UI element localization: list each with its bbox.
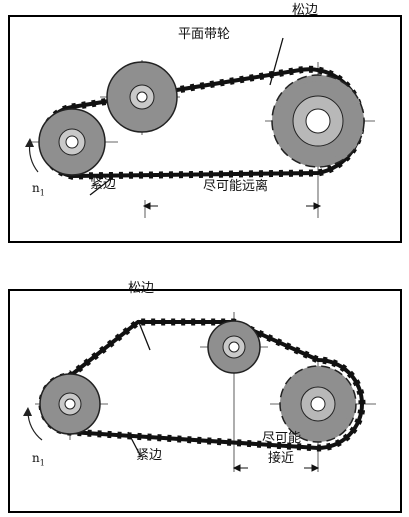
- top-flat-idler-pulley: [106, 61, 178, 133]
- top-tight-side-label: 紧边: [90, 177, 117, 192]
- top-loose-side-label: 松边: [292, 3, 319, 18]
- bottom-distance-label-line2: 接近: [268, 451, 295, 466]
- bottom-speed-label: n1: [32, 451, 45, 468]
- top-leader-lines: [89, 37, 284, 196]
- rotation-arrowhead-icon: [25, 138, 34, 147]
- bottom-sprocket-icon: [279, 365, 357, 443]
- bottom-loose-side-label: 松边: [128, 281, 155, 296]
- rotation-arrowhead-icon: [23, 407, 32, 416]
- bottom-idler-pulley: [207, 320, 261, 374]
- bottom-dimension-arrows: [232, 464, 320, 472]
- bottom-tight-side-label: 紧边: [136, 448, 163, 463]
- top-distance-label: 尽可能远离: [203, 179, 269, 194]
- top-flat-pulley-label: 平面带轮: [178, 27, 231, 42]
- bottom-leader-lines: [127, 319, 151, 456]
- bottom-distance-label-line1: 尽可能: [262, 431, 302, 446]
- top-driver-pulley: [38, 108, 106, 176]
- top-sprocket-icon: [271, 74, 365, 168]
- top-speed-label: n1: [32, 181, 45, 198]
- bottom-driver-pulley: [39, 373, 101, 435]
- top-dimension-arrows: [142, 202, 322, 210]
